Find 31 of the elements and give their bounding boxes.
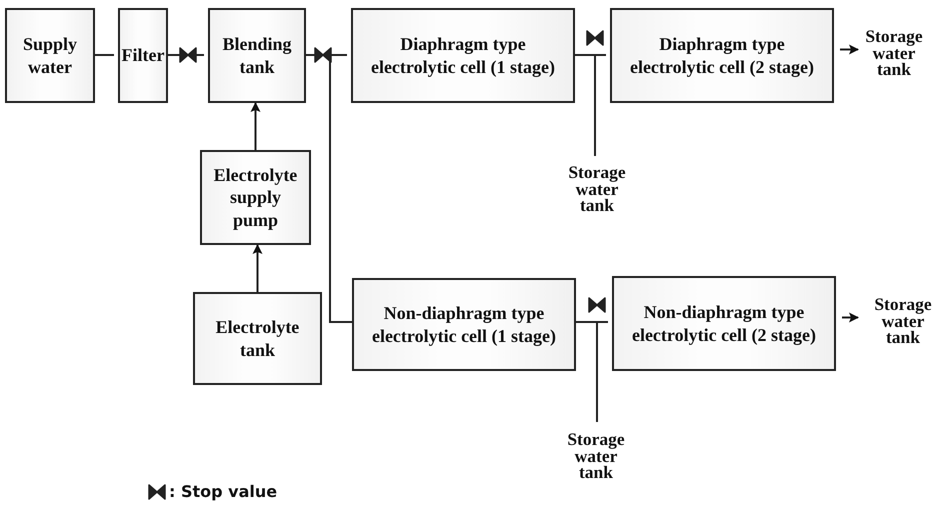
box-label: Diaphragm type electrolytic cell (2 stage) [628, 33, 816, 78]
connector-line [252, 244, 262, 292]
connector-line [840, 44, 859, 54]
box-label: Diaphragm type electrolytic cell (1 stage) [370, 33, 556, 78]
process-box [612, 276, 836, 371]
process-box [200, 150, 311, 245]
box-label: Non-diaphragm type electrolytic cell (2 stage) [630, 301, 818, 346]
connector-line [95, 54, 114, 56]
connector-line [576, 321, 598, 422]
tank-label: Storage water tank [873, 296, 933, 346]
tank-label: Storage water tank [567, 164, 627, 214]
tank-label: Storage water tank [864, 28, 924, 78]
box-label: Electrolyte supply pump [212, 164, 298, 232]
process-box [5, 8, 95, 103]
box-label: Supply water [22, 33, 78, 78]
process-box [208, 8, 306, 103]
tank-label: Storage water tank [566, 431, 626, 481]
process-box [352, 278, 576, 371]
box-label: Electrolyte tank [214, 316, 300, 361]
process-box [610, 8, 834, 103]
box-label: Blending tank [221, 33, 293, 78]
connector-line [842, 312, 859, 322]
connector-line [168, 54, 204, 56]
process-box [193, 292, 322, 385]
legend-label: : Stop value [169, 482, 278, 501]
box-label: Filter [122, 44, 164, 67]
connector-line [250, 102, 260, 150]
process-box [351, 8, 575, 103]
connector-line [575, 54, 596, 156]
box-label: Non-diaphragm type electrolytic cell (1 stage) [370, 302, 558, 347]
process-box [118, 8, 168, 103]
